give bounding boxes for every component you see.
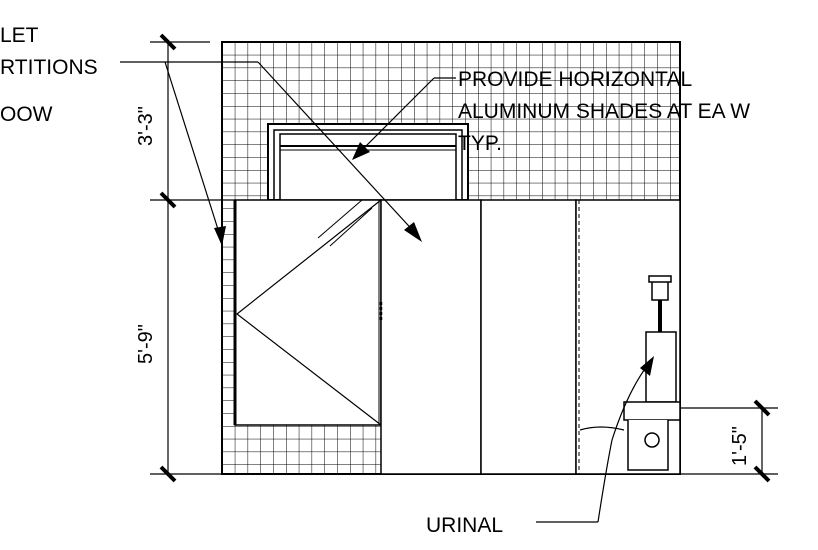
- urinal-fixture: [579, 275, 681, 471]
- dimension-upper: 3'-3": [135, 106, 157, 146]
- label-shades-line3: TYP.: [458, 132, 502, 155]
- label-shades-line1: PROVIDE HORIZONTAL: [458, 68, 692, 91]
- dimension-urinal-height: 1'-5": [729, 426, 751, 466]
- label-shades-line2: ALUMINUM SHADES AT EA W: [458, 100, 750, 123]
- dimension-lower: 5'-9": [135, 324, 157, 364]
- leaders: [120, 61, 654, 523]
- label-partitions-partial: RTITIONS: [0, 56, 98, 79]
- window: [267, 123, 469, 201]
- label-toilet-partial: LET: [0, 24, 39, 47]
- dimension-lines: [150, 33, 778, 483]
- label-window-partial: OOW: [0, 103, 53, 126]
- label-urinal: URINAL: [426, 514, 503, 537]
- toilet-partitions: [233, 199, 681, 475]
